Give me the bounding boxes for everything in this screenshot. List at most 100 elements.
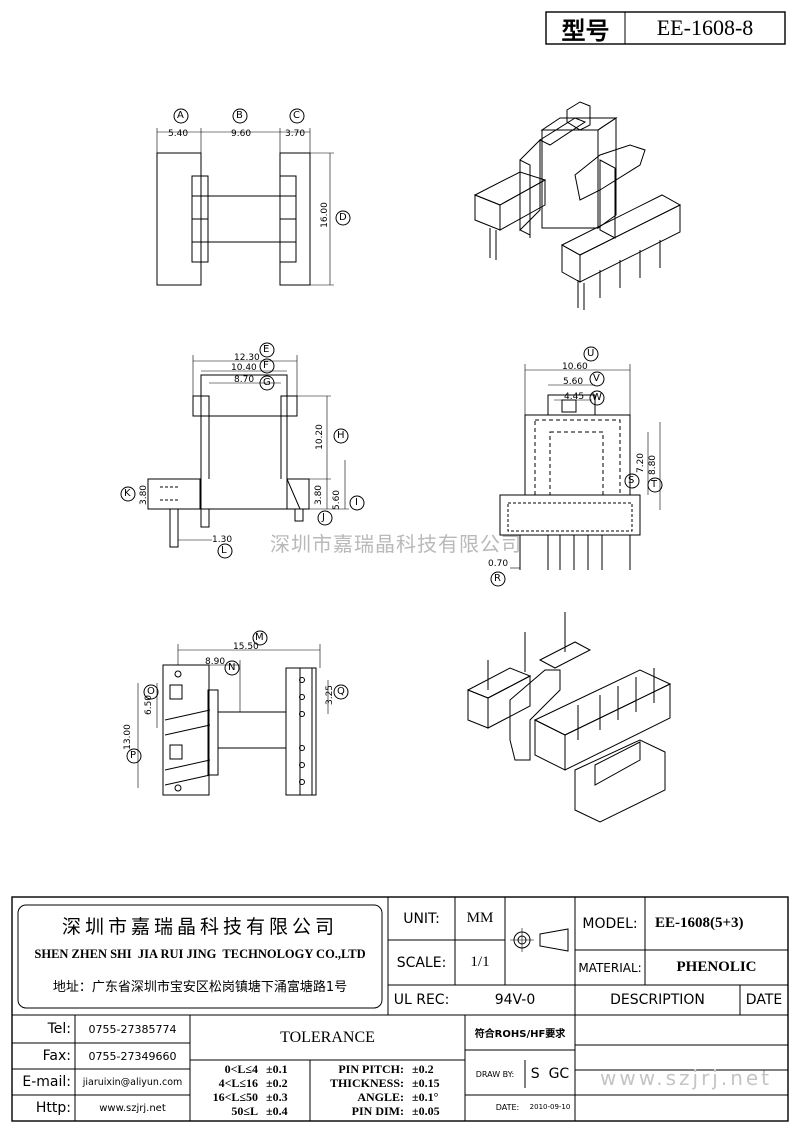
unit-label: UNIT: xyxy=(403,910,440,927)
dim-r: 0.70 xyxy=(488,559,509,569)
pin-tolerance-row: THICKNESS: ±0.15 xyxy=(312,1076,464,1090)
pin-tolerance-table: PIN PITCH:±0.2 THICKNESS:±0.15 ANGLE:±0.… xyxy=(312,1062,464,1118)
tolerance-range: 50≤L xyxy=(231,1104,258,1118)
pin-tolerance-row: PIN DIM: ±0.05 xyxy=(312,1104,464,1118)
tolerance-value: ±0.1 xyxy=(266,1062,288,1076)
marker-q: Q xyxy=(337,686,345,697)
fax-label: Fax: xyxy=(42,1048,71,1064)
marker-i: I xyxy=(355,497,358,508)
side-view xyxy=(490,346,663,587)
dim-d: 16.00 xyxy=(319,202,330,228)
dim-e: 12.30 xyxy=(234,353,260,363)
dim-k: 3.80 xyxy=(139,484,150,506)
marker-l: L xyxy=(221,545,227,556)
tolerance-row: 0<L≤4 ±0.1 xyxy=(192,1062,308,1076)
ul-value: 94V-0 xyxy=(494,992,536,1008)
pin-tolerance-label: ANGLE: xyxy=(357,1090,404,1104)
pin-tolerance-label: PIN DIM: xyxy=(351,1104,404,1118)
header-label: 型号 xyxy=(561,16,610,45)
pin-tolerance-row: PIN PITCH:±0.2 xyxy=(312,1062,464,1076)
marker-a: A xyxy=(177,110,184,121)
site-watermark: www.szjrj.net xyxy=(600,1066,773,1090)
tolerance-value: ±0.2 xyxy=(266,1076,288,1090)
tolerance-range: 16<L≤50 xyxy=(212,1090,258,1104)
unit-value: MM xyxy=(466,910,494,926)
marker-f: F xyxy=(263,360,269,371)
marker-c: C xyxy=(293,110,300,121)
company-name-cn: 深圳市嘉瑞晶科技有限公司 xyxy=(61,915,338,938)
marker-s: S xyxy=(628,475,635,486)
dim-b: 9.60 xyxy=(231,129,252,139)
description-label: DESCRIPTION xyxy=(610,992,705,1008)
dim-i: 5.60 xyxy=(332,489,343,511)
dim-v: 5.60 xyxy=(563,377,584,387)
material-label: MATERIAL: xyxy=(578,960,642,975)
center-watermark: 深圳市嘉瑞晶科技有限公司 xyxy=(270,532,522,556)
marker-o: O xyxy=(147,686,155,697)
dim-j: 3.80 xyxy=(314,484,325,506)
dim-c: 3.70 xyxy=(285,129,306,139)
date-row-label: DATE: xyxy=(495,1102,520,1112)
marker-k: K xyxy=(124,488,131,499)
company-address: 地址：广东省深圳市宝安区松岗镇塘下涌富塘路1号 xyxy=(52,979,348,995)
isometric-view-bottom xyxy=(466,612,672,823)
pin-tolerance-label: THICKNESS: xyxy=(329,1076,404,1090)
dim-o: 6.50 xyxy=(144,694,155,716)
dim-s: 7.20 xyxy=(636,452,647,474)
model-label: MODEL: xyxy=(582,915,638,932)
scale-value: 1/1 xyxy=(470,954,490,970)
tolerance-row: 50≤L±0.4 xyxy=(192,1104,308,1118)
top-view xyxy=(156,108,351,286)
tolerance-range: 4<L≤16 xyxy=(218,1076,258,1090)
scale-label: SCALE: xyxy=(396,954,447,971)
marker-b: B xyxy=(236,110,243,121)
pin-tolerance-label: PIN PITCH: xyxy=(338,1062,404,1076)
tolerance-row: 16<L≤50±0.3 xyxy=(192,1090,308,1104)
dim-p: 13.00 xyxy=(122,724,133,750)
marker-v: V xyxy=(593,373,600,384)
dim-u: 10.60 xyxy=(562,362,588,372)
marker-j: J xyxy=(322,512,325,523)
marker-w: W xyxy=(592,392,602,403)
dim-n: 8.90 xyxy=(205,657,226,667)
fax-value: 0755-27349660 xyxy=(88,1049,177,1063)
dim-t: 8.80 xyxy=(648,454,659,476)
dim-w: 4.45 xyxy=(564,392,585,402)
bottom-view xyxy=(126,630,349,796)
pin-tolerance-row: ANGLE:±0.1° xyxy=(312,1090,464,1104)
email-value[interactable]: jiaruixin@aliyun.com xyxy=(82,1076,183,1088)
tolerance-table: 0<L≤4 ±0.1 4<L≤16 ±0.2 16<L≤50±0.3 50≤L±0.… xyxy=(192,1062,308,1118)
marker-e: E xyxy=(263,344,270,355)
pin-tolerance-value: ±0.15 xyxy=(412,1076,440,1090)
dim-m: 15.50 xyxy=(233,642,259,652)
http-label: Http: xyxy=(35,1100,71,1116)
marker-m: M xyxy=(255,632,264,643)
marker-r: R xyxy=(494,573,501,584)
http-value[interactable]: www.szjrj.net xyxy=(99,1102,166,1114)
ul-label: UL REC: xyxy=(393,992,450,1008)
tel-value: 0755-27385774 xyxy=(88,1022,177,1036)
tel-label: Tel: xyxy=(47,1021,71,1037)
model-value: EE-1608(5+3) xyxy=(655,915,744,931)
tolerance-row: 4<L≤16 ±0.2 xyxy=(192,1076,308,1090)
date-label: DATE xyxy=(745,992,783,1008)
rohs-note: 符合ROHS/HF要求 xyxy=(474,1029,566,1040)
front-view xyxy=(120,342,365,559)
marker-u: U xyxy=(587,348,595,359)
company-name-en: SHEN ZHEN SHI JIA RUI JING TECHNOLOGY CO… xyxy=(34,946,366,961)
pin-tolerance-value: ±0.05 xyxy=(412,1104,440,1118)
tolerance-title: TOLERANCE xyxy=(280,1028,375,1046)
marker-n: N xyxy=(228,662,236,673)
marker-t: T xyxy=(651,479,658,490)
marker-h: H xyxy=(337,430,345,441)
material-value: PHENOLIC xyxy=(676,959,757,975)
dim-f: 10.40 xyxy=(231,363,257,373)
dim-q: 3.25 xyxy=(325,684,336,706)
isometric-view-top xyxy=(473,101,682,310)
marker-p: P xyxy=(130,750,137,761)
tolerance-range: 0<L≤4 xyxy=(224,1062,258,1076)
dim-l: 1.30 xyxy=(212,535,233,545)
marker-d: D xyxy=(339,212,347,223)
title-block-grid xyxy=(11,896,789,1122)
